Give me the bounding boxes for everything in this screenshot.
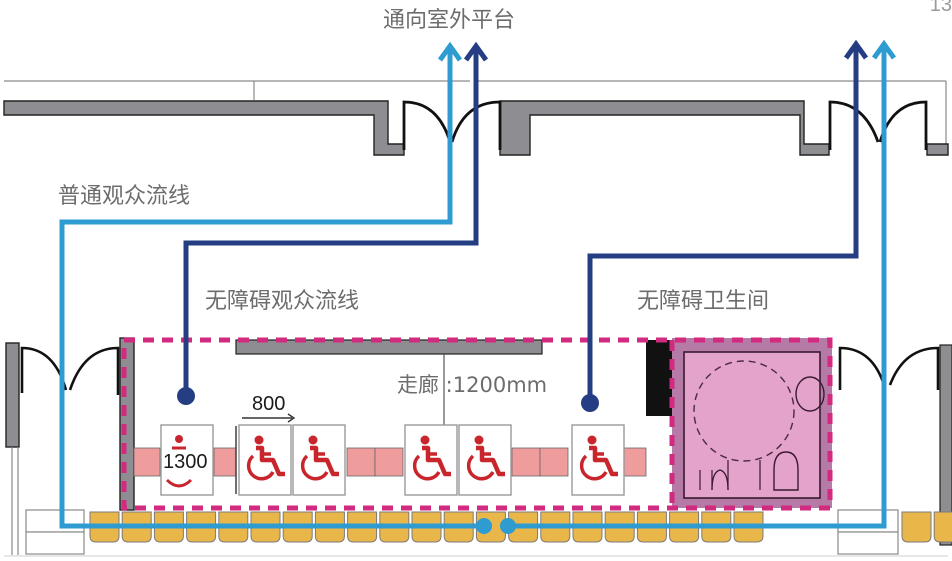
right-wall — [838, 344, 952, 546]
seat — [933, 511, 952, 543]
route-endpoint-icon — [476, 518, 492, 534]
companion-seat-strip — [133, 447, 647, 477]
accessible-toilet — [672, 338, 832, 508]
seat — [901, 511, 932, 543]
route-endpoint-icon — [581, 394, 599, 412]
route-endpoint-icon — [500, 518, 516, 534]
general-route-label: 普通观众流线 — [58, 184, 191, 209]
dimension-800 — [235, 413, 296, 494]
accessible-route-label: 无障碍观众流线 — [205, 289, 360, 314]
companion-seat — [539, 447, 569, 477]
general-route — [59, 46, 887, 529]
accessible-route-arrows — [463, 39, 869, 62]
arrow-up-icon — [843, 39, 869, 60]
arrow-up-icon — [871, 39, 897, 60]
wheelchair-icon — [300, 435, 339, 481]
accessible-toilet-label: 无障碍卫生间 — [637, 289, 770, 314]
corridor-width-label: 走廊 :1200mm — [397, 373, 548, 397]
accessible-zone-outline — [121, 337, 833, 511]
route-endpoint-icon — [177, 387, 195, 405]
companion-seat — [346, 447, 376, 477]
person-icon — [165, 435, 193, 488]
front-row-seats — [89, 511, 952, 543]
companion-seat — [511, 447, 541, 477]
companion-seat — [374, 447, 404, 477]
building-outline — [4, 80, 947, 150]
accessible-route — [183, 46, 859, 403]
wheelchair-icon — [466, 435, 505, 481]
companion-seat — [133, 447, 161, 477]
companion-seat — [623, 447, 647, 477]
general-route-arrows — [437, 39, 897, 62]
wheelchair-icon — [412, 435, 451, 481]
top-wall — [3, 100, 949, 156]
left-wall — [5, 342, 120, 555]
wheelchair-spaces — [160, 424, 625, 496]
wheelchair-space — [571, 424, 625, 496]
wheelchair-icon — [246, 435, 285, 481]
companion-width-dimension: 1300 — [163, 451, 208, 473]
top-destination-label: 通向室外平台 — [383, 8, 516, 33]
arrow-up-icon — [463, 41, 489, 62]
seat-width-dimension: 800 — [252, 393, 286, 415]
page-number: 13 — [929, 0, 952, 16]
seat-blocks-empty — [25, 509, 899, 555]
arrow-up-icon — [437, 41, 463, 62]
wheelchair-icon — [579, 435, 618, 481]
companion-seat — [213, 447, 237, 477]
